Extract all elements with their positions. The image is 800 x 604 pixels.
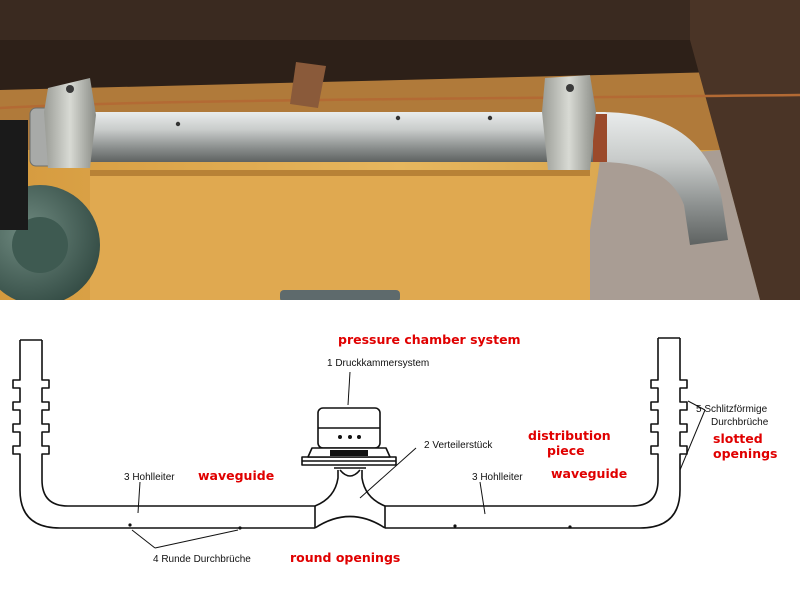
label-round-openings-de: 4 Runde Durchbrüche — [153, 554, 251, 565]
label-waveguide-right-de: 3 Hohlleiter — [472, 472, 523, 483]
label-distribution-en-1: distribution — [528, 428, 611, 443]
bottom-box — [280, 290, 400, 300]
black-elbow — [0, 120, 28, 230]
label-waveguide-right-en: waveguide — [551, 466, 627, 481]
label-slotted-en-2: openings — [713, 446, 777, 461]
label-pressure-chamber-en: pressure chamber system — [338, 332, 521, 347]
dark-ledge — [0, 30, 800, 90]
speaker-duct-photo — [0, 0, 800, 300]
clamp-left — [44, 78, 96, 168]
horn-duct-diagram: 1 Druckkammersystem 2 Verteilerstück 3 H… — [12, 332, 777, 565]
photo-panel — [0, 0, 800, 300]
duct-elbow — [600, 112, 728, 245]
label-pressure-chamber-de: 1 Druckkammersystem — [327, 358, 429, 369]
right-frame — [690, 0, 800, 300]
label-slotted-openings-de-1: 5 Schlitzförmige — [696, 404, 768, 415]
label-round-openings-en: round openings — [290, 550, 400, 565]
label-waveguide-left-en: waveguide — [198, 468, 274, 483]
duct-outline — [12, 337, 688, 529]
duct-pipe — [30, 112, 610, 162]
label-waveguide-left-de: 3 Hohlleiter — [124, 472, 175, 483]
top-frame — [0, 0, 800, 40]
clamp-right — [542, 75, 596, 170]
label-slotted-openings-de-2: Durchbrüche — [711, 417, 769, 428]
label-slotted-en-1: slotted — [713, 431, 763, 446]
diagram-panel: 1 Druckkammersystem 2 Verteilerstück 3 H… — [0, 300, 800, 600]
pipe-joint-right — [593, 114, 607, 162]
leader-lines — [131, 371, 706, 549]
tape — [290, 62, 326, 108]
lower-board — [90, 170, 590, 300]
label-distribution-en-2: piece — [547, 443, 585, 458]
label-distribution-de: 2 Verteilerstück — [424, 440, 493, 451]
